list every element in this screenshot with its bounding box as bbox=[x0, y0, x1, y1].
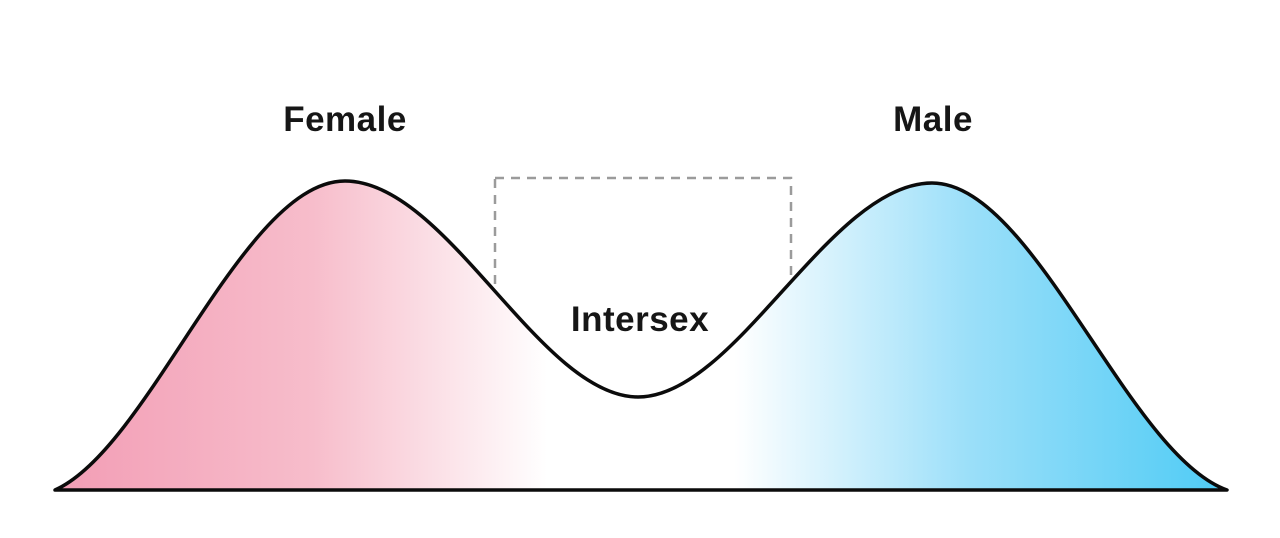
intersex-valley-label: Intersex bbox=[570, 300, 710, 339]
female-peak-label: Female bbox=[283, 100, 407, 139]
bimodal-curve bbox=[53, 179, 1229, 492]
male-peak-label: Male bbox=[893, 100, 973, 139]
